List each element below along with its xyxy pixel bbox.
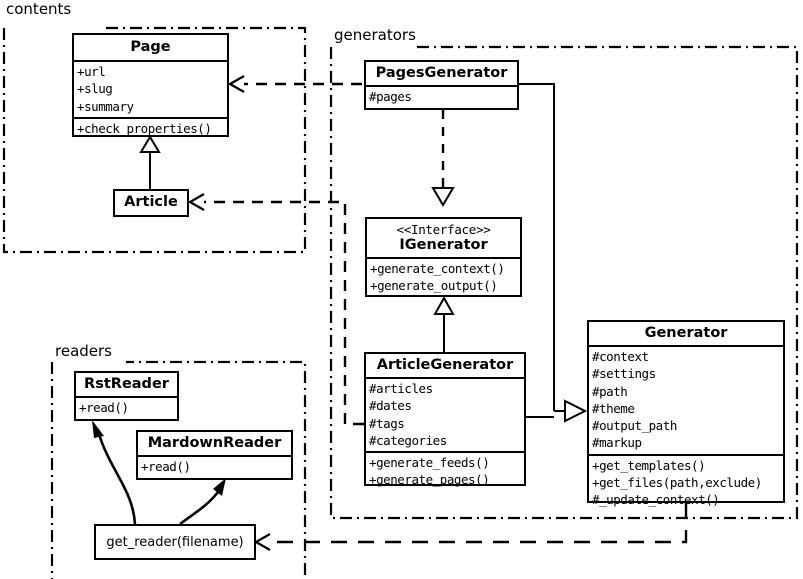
class-box-articlegenerator[interactable]: ArticleGenerator #articles #dates #tags … [364,352,526,487]
class-methods-mardownreader: +read() [138,455,291,477]
relation-articlegenerator-extends-igenerator [433,295,455,352]
class-name-page: Page [130,39,171,55]
package-label-generators: generators [332,26,418,44]
attribute: #articles [369,381,433,397]
class-attributes-page: +url +slug +summary [74,60,227,117]
class-name-rstreader: RstReader [84,376,169,392]
method: +get_files(path,exclude) [592,474,762,490]
attribute: #path [592,383,628,399]
attribute: +slug [77,81,113,97]
method: +generate_context() [370,261,505,277]
attribute: +summary [77,98,134,114]
relation-generators-extend-generator [519,83,588,423]
class-methods-igenerator: +generate_context() +generate_output() [367,257,520,297]
class-methods-generator: +get_templates() +get_files(path,exclude… [589,453,783,511]
class-box-mardownreader[interactable]: MardownReader +read() [136,430,293,480]
class-box-rstreader[interactable]: RstReader +read() [74,371,179,421]
class-name-mardownreader: MardownReader [147,435,282,451]
package-label-readers: readers [53,342,114,360]
method: +generate_feeds() [369,455,490,471]
relation-pagesgenerator-realizes-igenerator [431,110,455,207]
class-name-text-igenerator: IGenerator [399,237,488,253]
class-attributes-pagesgenerator: #pages [366,85,517,107]
function-label-get-reader: get_reader(filename) [106,534,244,550]
class-stereotype-igenerator: <<Interface>> [396,222,491,237]
attribute: #theme [592,400,635,416]
method: +generate_pages() [369,472,490,488]
class-name-pagesgenerator: PagesGenerator [375,65,508,81]
attribute: #settings [592,366,656,382]
class-methods-page: +check_properties() [74,116,227,139]
relation-articlegenerator-uses-article [187,193,364,426]
class-attributes-articlegenerator: #articles #dates #tags #categories [366,377,524,451]
method: +get_templates() [592,457,706,473]
class-name-articlegenerator: ArticleGenerator [376,357,514,373]
attribute: #dates [369,398,412,414]
method: +read() [141,459,191,475]
class-name-generator: Generator [644,325,728,341]
method: +generate_output() [370,278,498,294]
class-name-article: Article [124,194,178,210]
class-box-pagesgenerator[interactable]: PagesGenerator #pages [364,60,519,110]
relation-article-extends-page [139,135,161,189]
attribute: #output_path [592,418,677,434]
class-name-igenerator: <<Interface>> IGenerator [367,219,520,257]
class-box-generator[interactable]: Generator #context #settings #path #them… [587,320,785,507]
relation-get-reader-returns-rstreader [92,420,137,525]
class-methods-rstreader: +read() [76,396,177,418]
method: +read() [79,400,129,416]
package-label-contents: contents [4,0,74,18]
method: +check_properties() [77,120,212,136]
class-box-page[interactable]: Page +url +slug +summary +check_properti… [72,33,229,137]
class-box-article[interactable]: Article [113,189,189,217]
attribute: #markup [592,435,642,451]
class-attributes-generator: #context #settings #path #theme #output_… [589,345,783,454]
class-methods-articlegenerator: +generate_feeds() +generate_pages() [366,451,524,491]
attribute: #tags [369,415,405,431]
attribute: #context [592,349,649,365]
class-box-igenerator[interactable]: <<Interface>> IGenerator +generate_conte… [365,217,522,297]
relation-get-reader-returns-mardownreader [179,478,226,526]
function-box-get-reader[interactable]: get_reader(filename) [94,524,256,560]
method: #_update_context() [592,492,720,508]
attribute: #pages [369,89,412,105]
attribute: #categories [369,432,447,448]
attribute: +url [77,64,106,80]
relation-pagesgenerator-uses-page [227,75,362,93]
